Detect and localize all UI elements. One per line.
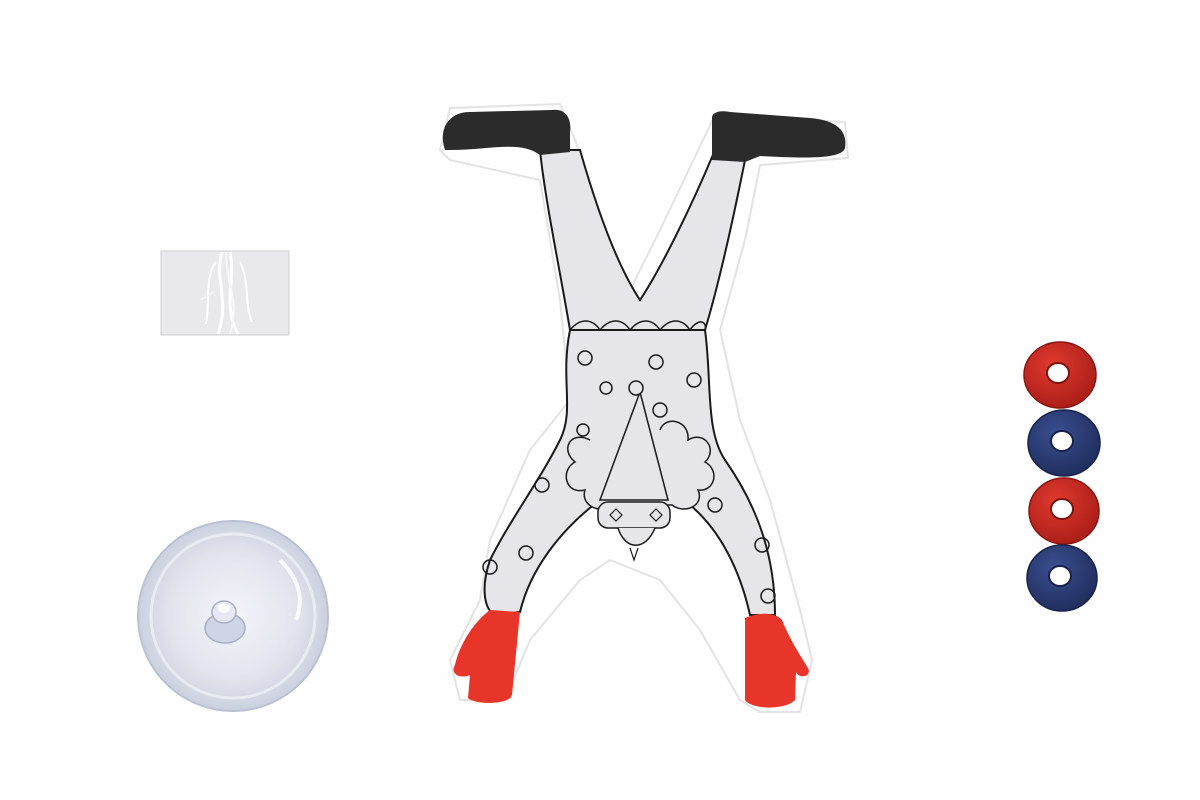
magnet-ring	[1023, 341, 1097, 409]
thread-card-icon	[160, 250, 290, 336]
handstand-clown-figure	[438, 102, 850, 713]
suction-cup-icon	[137, 520, 329, 712]
magnet-ring	[1026, 544, 1098, 612]
ring-magnet-stack	[1023, 341, 1101, 612]
magnet-ring	[1028, 477, 1100, 545]
magnet-ring	[1027, 409, 1101, 477]
